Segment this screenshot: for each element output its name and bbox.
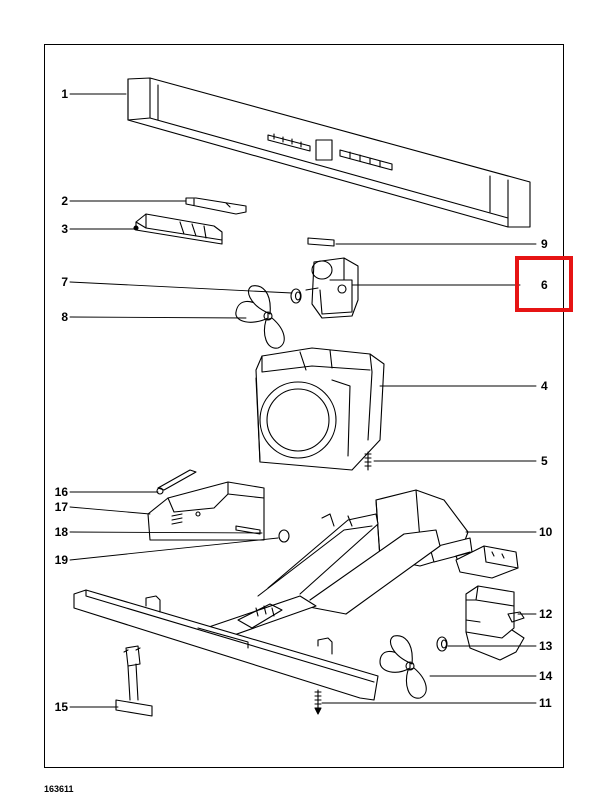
callout-18[interactable]: 18 bbox=[54, 525, 68, 539]
part-3-connector-block[interactable] bbox=[133, 213, 223, 245]
callout-9[interactable]: 9 bbox=[541, 237, 548, 251]
callout-5[interactable]: 5 bbox=[541, 454, 548, 468]
callout-6[interactable]: 6 bbox=[541, 278, 548, 292]
callout-8[interactable]: 8 bbox=[61, 310, 68, 324]
callout-19[interactable]: 19 bbox=[54, 553, 68, 567]
side-bracket[interactable] bbox=[455, 545, 519, 579]
part-17-lamp-housing[interactable] bbox=[147, 481, 265, 541]
callout-2[interactable]: 2 bbox=[61, 194, 68, 208]
base-frame[interactable] bbox=[199, 513, 441, 655]
leader-lines bbox=[69, 93, 537, 708]
callout-16[interactable]: 16 bbox=[54, 485, 68, 499]
document-code: 163611 bbox=[44, 784, 74, 794]
part-14-fan-blade[interactable] bbox=[379, 635, 427, 699]
part-15-sensor[interactable] bbox=[115, 645, 153, 717]
part-16-pin[interactable] bbox=[156, 469, 197, 495]
part-8-fan-blade[interactable] bbox=[235, 285, 285, 349]
part-12-motor-block[interactable] bbox=[465, 585, 525, 661]
callout-17[interactable]: 17 bbox=[54, 500, 68, 514]
base-rail[interactable] bbox=[73, 589, 379, 701]
part-9-pad[interactable] bbox=[307, 237, 335, 247]
callout-7[interactable]: 7 bbox=[61, 275, 68, 289]
callout-11[interactable]: 11 bbox=[539, 696, 552, 710]
callout-12[interactable]: 12 bbox=[539, 607, 553, 621]
highlight-box-6 bbox=[515, 256, 573, 312]
part-4-fan-housing[interactable] bbox=[255, 347, 385, 471]
part-18-bulb[interactable] bbox=[235, 525, 261, 535]
callout-1[interactable]: 1 bbox=[61, 87, 68, 101]
callout-15[interactable]: 15 bbox=[54, 700, 68, 714]
callout-3[interactable]: 3 bbox=[61, 222, 68, 236]
part-1-control-panel[interactable] bbox=[127, 77, 531, 228]
part-11-screw[interactable] bbox=[314, 689, 322, 715]
part-13-bearing[interactable] bbox=[436, 636, 448, 652]
callout-13[interactable]: 13 bbox=[539, 639, 553, 653]
part-7-bearing[interactable] bbox=[290, 288, 302, 304]
part-6-fan-motor[interactable] bbox=[305, 257, 359, 319]
callout-10[interactable]: 10 bbox=[539, 525, 553, 539]
callout-4[interactable]: 4 bbox=[541, 379, 548, 393]
part-2-plate[interactable] bbox=[185, 197, 247, 215]
part-5-screw[interactable] bbox=[364, 451, 372, 471]
callout-14[interactable]: 14 bbox=[539, 669, 553, 683]
part-19-button[interactable] bbox=[278, 529, 290, 543]
